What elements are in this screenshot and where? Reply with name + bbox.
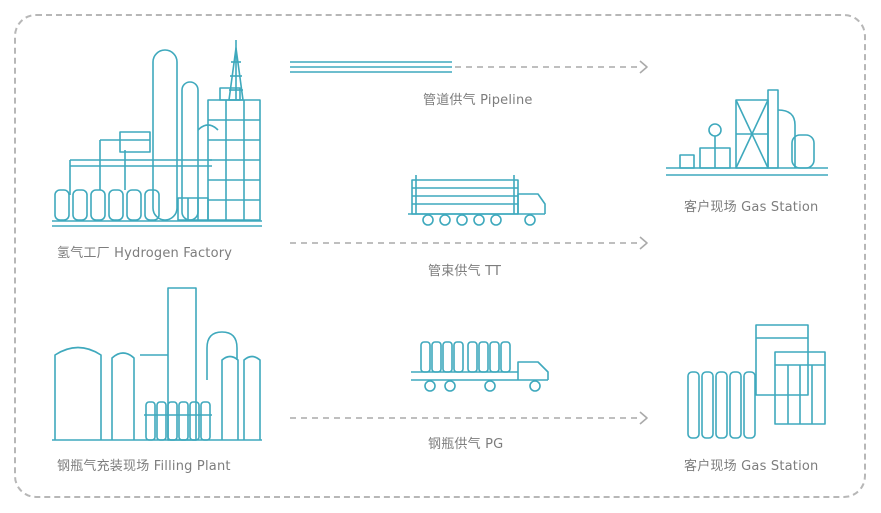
filling-plant-label: 钢瓶气充装现场 Filling Plant — [57, 459, 231, 474]
gas-station-bottom-label: 客户现场 Gas Station — [684, 459, 819, 474]
gas-station-icon-top — [666, 89, 828, 176]
pipeline-arrow — [455, 60, 648, 74]
filling-plant-icon — [52, 287, 262, 441]
gas-station-top-label: 客户现场 Gas Station — [684, 200, 819, 215]
cylinder-route-arrow — [290, 411, 648, 425]
diagram-frame — [14, 14, 866, 498]
gas-station-icon-bottom — [687, 324, 826, 439]
tube-trailer-arrow — [290, 236, 648, 250]
hydrogen-factory-label: 氢气工厂 Hydrogen Factory — [57, 246, 233, 261]
pipeline-label: 管道供气 Pipeline — [423, 93, 533, 108]
cylinder-truck-icon — [411, 341, 549, 392]
hydrogen-factory-icon — [52, 40, 262, 227]
tube-trailer-label: 管束供气 TT — [428, 264, 502, 279]
tube-trailer-icon — [408, 175, 546, 226]
cylinder-label: 钢瓶供气 PG — [428, 437, 504, 452]
pipeline-icon — [290, 61, 452, 73]
